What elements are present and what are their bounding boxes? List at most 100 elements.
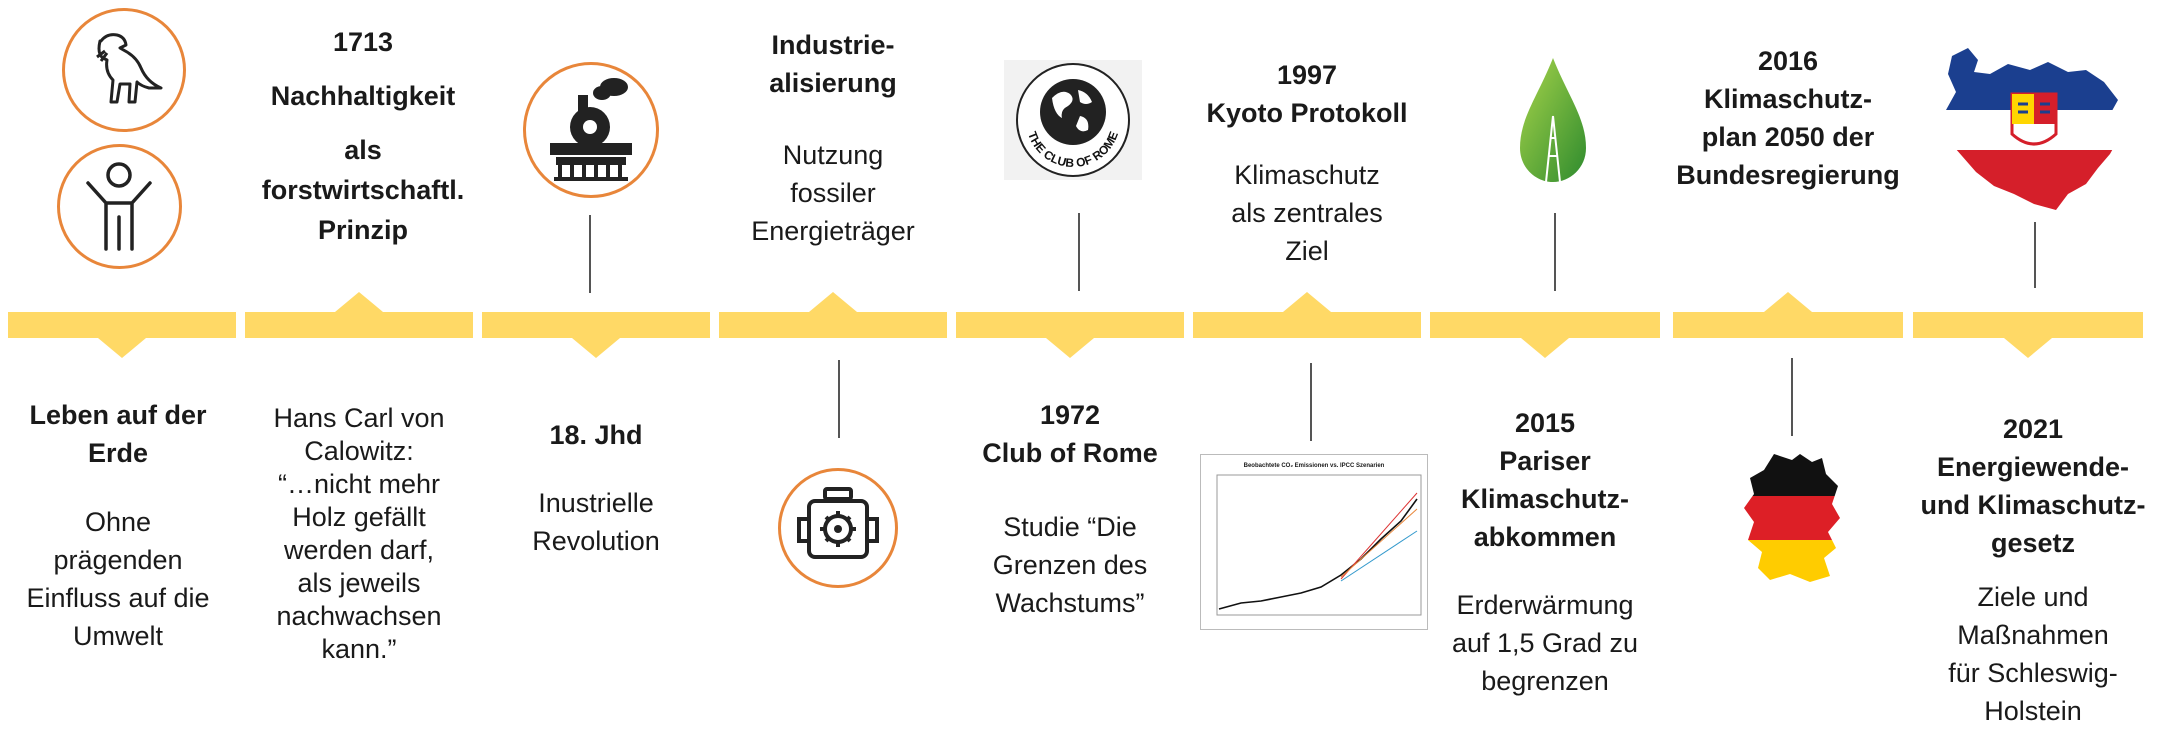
- item-5-title-line: Kyoto Protokoll: [1206, 98, 1408, 128]
- item-8-title-line: 2021: [2002, 414, 2064, 444]
- timeline-segment: [482, 312, 710, 338]
- item-0-title-line: Erde: [87, 438, 149, 468]
- item-6-desc-line: begrenzen: [1481, 666, 1609, 696]
- item-1-desc-line: Calowitz:: [304, 436, 414, 466]
- item-4-title-line: 1972: [1039, 400, 1101, 430]
- timeline-pointer-up: [1283, 292, 1331, 312]
- item-8-title-line: und Klimaschutz-: [1920, 490, 2146, 520]
- item-5-title: 1997 Kyoto Protokoll: [1193, 56, 1421, 132]
- connector-line: [2034, 222, 2036, 288]
- item-1-desc-line: Holz gefällt: [292, 502, 426, 532]
- item-1-title-line: Nachhaltigkeit: [270, 81, 456, 111]
- timeline-segment: [245, 312, 473, 338]
- item-5-title-line: 1997: [1276, 60, 1338, 90]
- item-1-desc-line: nachwachsen: [276, 601, 442, 631]
- item-2-description: Inustrielle Revolution: [482, 484, 710, 560]
- item-1-desc-line: Hans Carl von: [273, 403, 445, 433]
- timeline-pointer-up: [809, 292, 857, 312]
- item-8-description: Ziele und Maßnahmen für Schleswig- Holst…: [1913, 578, 2153, 730]
- item-1-title-line: 1713: [332, 27, 394, 57]
- timeline-segment: [1193, 312, 1421, 338]
- dinosaur-icon: [96, 33, 163, 104]
- item-1-title-line: Prinzip: [317, 215, 408, 245]
- timeline-pointer-down: [1521, 338, 1569, 358]
- item-6-desc-line: auf 1,5 Grad zu: [1451, 628, 1639, 658]
- item-6-title-line: Pariser: [1499, 446, 1591, 476]
- connector-line: [1078, 213, 1080, 291]
- item-0-desc-line: Umwelt: [72, 621, 163, 651]
- item-7-title-line: Klimaschutz-: [1703, 84, 1873, 114]
- timeline-pointer-down: [98, 338, 146, 358]
- timeline-pointer-down: [1046, 338, 1094, 358]
- item-6-desc-line: Erderwärmung: [1456, 590, 1634, 620]
- item-8-desc-line: Maßnahmen: [1957, 620, 2109, 650]
- item-0-desc-line: Ohne: [84, 507, 152, 537]
- item-1-title-line: als: [344, 135, 382, 165]
- item-0-title-line: Leben auf der: [29, 400, 207, 430]
- item-1-title-line: forstwirtschaftl.: [261, 175, 465, 205]
- item-4-title-line: Club of Rome: [982, 438, 1158, 468]
- item-4-description: Studie “Die Grenzen des Wachstums”: [956, 508, 1184, 622]
- item-5-desc-line: Klimaschutz: [1234, 160, 1380, 190]
- connector-line: [1554, 213, 1556, 291]
- item-2-title: 18. Jhd: [482, 416, 710, 454]
- item-3-desc-line: Energieträger: [751, 216, 915, 246]
- item-0-desc-line: prägenden: [53, 545, 183, 575]
- item-4-desc-line: Studie “Die: [1003, 512, 1137, 542]
- item-3-title-line: Industrie-: [771, 30, 895, 60]
- engine-icon: [797, 487, 879, 559]
- item-1-desc-line: “…nicht mehr: [277, 469, 441, 499]
- item-7-title-line: Bundesregierung: [1676, 160, 1900, 190]
- item-1-desc-line: werden darf,: [283, 535, 435, 565]
- item-0-description: Ohne prägenden Einfluss auf die Umwelt: [0, 503, 236, 655]
- timeline-pointer-down: [2004, 338, 2052, 358]
- item-8-title: 2021 Energiewende- und Klimaschutz- gese…: [1913, 410, 2153, 562]
- item-3-desc-line: Nutzung: [782, 140, 884, 170]
- item-5-desc-line: Ziel: [1285, 236, 1329, 266]
- timeline-segment: [1673, 312, 1903, 338]
- item-3-description: Nutzung fossiler Energieträger: [719, 136, 947, 250]
- item-6-title-line: Klimaschutz-: [1460, 484, 1630, 514]
- item-6-title: 2015 Pariser Klimaschutz- abkommen: [1430, 404, 1660, 556]
- item-4-desc-line: Grenzen des: [992, 550, 1148, 580]
- emissions-chart-thumbnail: Beobachtete CO₂ Emissionen vs. IPCC Szen…: [1200, 454, 1428, 630]
- emissions-chart-caption: Beobachtete CO₂ Emissionen vs. IPCC Szen…: [1243, 463, 1385, 469]
- item-1-title: 1713 Nachhaltigkeit als forstwirtschaftl…: [238, 22, 488, 250]
- item-2-desc-line: Revolution: [532, 526, 660, 556]
- item-8-title-line: gesetz: [1990, 528, 2076, 558]
- person-icon-circle: [57, 144, 182, 269]
- item-1-desc-line: kann.”: [321, 634, 397, 664]
- item-6-title-line: abkommen: [1473, 522, 1617, 552]
- item-1-description: Hans Carl von Calowitz: “…nicht mehr Hol…: [245, 402, 473, 666]
- item-3-title-line: alisierung: [769, 68, 897, 98]
- item-8-title-line: Energiewende-: [1936, 452, 2130, 482]
- item-6-title-line: 2015: [1514, 408, 1576, 438]
- person-icon: [86, 162, 152, 251]
- item-8-desc-line: für Schleswig-: [1948, 658, 2118, 688]
- item-8-desc-line: Ziele und: [1977, 582, 2089, 612]
- item-0-title: Leben auf der Erde: [0, 396, 236, 472]
- item-3-title: Industrie- alisierung: [719, 26, 947, 102]
- item-8-desc-line: Holstein: [1984, 696, 2082, 726]
- item-3-desc-line: fossiler: [790, 178, 876, 208]
- item-5-description: Klimaschutz als zentrales Ziel: [1193, 156, 1421, 270]
- timeline-segment: [719, 312, 947, 338]
- engine-icon-circle: [778, 468, 898, 588]
- connector-line: [1791, 358, 1793, 436]
- item-2-title-line: 18. Jhd: [549, 420, 643, 450]
- connector-line: [589, 215, 591, 293]
- dinosaur-icon-circle: [62, 8, 186, 132]
- item-4-title: 1972 Club of Rome: [956, 396, 1184, 472]
- item-6-description: Erderwärmung auf 1,5 Grad zu begrenzen: [1430, 586, 1660, 700]
- item-0-desc-line: Einfluss auf die: [26, 583, 210, 613]
- item-2-desc-line: Inustrielle: [538, 488, 654, 518]
- connector-line: [1310, 363, 1312, 441]
- timeline-pointer-up: [1764, 292, 1812, 312]
- item-4-desc-line: Wachstums”: [995, 588, 1145, 618]
- timeline-pointer-up: [335, 292, 383, 312]
- club-of-rome-logo: THE CLUB OF ROME: [1004, 60, 1142, 180]
- timeline-segment: [956, 312, 1184, 338]
- item-7-title-line: plan 2050 der: [1701, 122, 1875, 152]
- item-1-desc-line: als jeweils: [297, 568, 421, 598]
- schleswig-holstein-map-icon: [1938, 44, 2126, 214]
